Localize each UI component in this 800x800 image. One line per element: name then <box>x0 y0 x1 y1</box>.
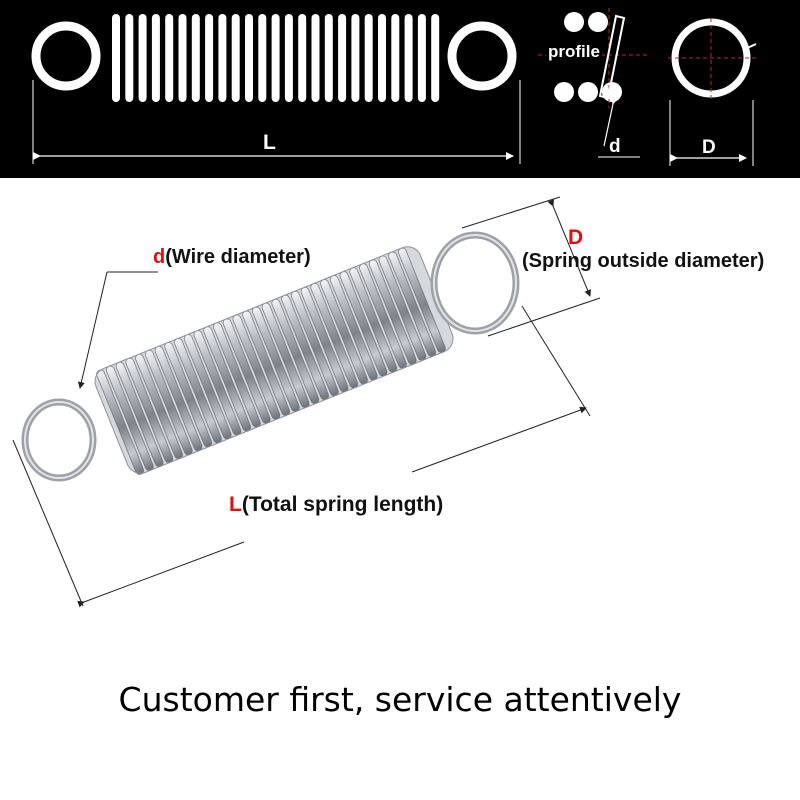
coil-turn <box>96 369 144 475</box>
length-extension-right <box>521 305 591 417</box>
spring-illustration: d(Wire diameter) D (Spring outside diame… <box>0 178 800 800</box>
spring-schematic <box>31 8 757 166</box>
coil-turn <box>351 14 360 102</box>
total-length-symbol: L <box>229 493 242 516</box>
coil-turn <box>112 14 120 102</box>
od-dimension-line <box>547 199 591 297</box>
coil-turn <box>364 14 373 102</box>
coil-turn <box>165 14 174 102</box>
outer-diameter-ring <box>668 18 757 166</box>
wire-diameter-symbol: d <box>153 246 166 268</box>
coil-turn <box>245 14 253 102</box>
coil-turn <box>311 14 320 102</box>
coil-turn <box>258 14 267 102</box>
outer-diameter-symbol: D <box>702 137 716 158</box>
length-extension-left <box>12 439 84 607</box>
wire-diameter-symbol: d <box>609 136 621 157</box>
length-symbol: L <box>263 131 276 154</box>
coil-turn <box>125 14 134 102</box>
right-end-loop <box>447 21 517 91</box>
od-extension-top <box>461 196 561 229</box>
coil-turn <box>338 14 347 102</box>
spring-body <box>94 246 454 475</box>
coil-turn <box>391 14 400 102</box>
right-hook-highlight <box>433 234 517 332</box>
wire-diameter-label: d(Wire diameter) <box>153 246 311 269</box>
coil-turn <box>271 14 280 102</box>
coil-turn <box>324 14 333 102</box>
coil-turn <box>178 14 187 102</box>
coil-turn <box>151 14 160 102</box>
coil-turn <box>138 14 147 102</box>
tagline: Customer first, service attentively <box>118 680 682 719</box>
coil-turn <box>231 14 240 102</box>
outside-diameter-symbol: D <box>568 226 584 249</box>
spring-drawing <box>12 196 601 608</box>
profile-label: profile <box>546 42 602 62</box>
length-dimension-left <box>77 541 245 608</box>
coil-turn <box>417 14 426 102</box>
coil-turn <box>431 14 440 102</box>
coil-turn <box>205 14 214 102</box>
coil-turn <box>191 14 200 102</box>
coil-turn <box>218 14 227 102</box>
coil-turn <box>378 14 386 102</box>
spring-coils <box>112 14 440 102</box>
length-dimension-right <box>411 406 587 473</box>
wire-leader-arrow <box>77 271 108 389</box>
left-hook-highlight <box>24 401 94 479</box>
coil-turn <box>284 14 293 102</box>
total-length-text: (Total spring length) <box>241 493 444 516</box>
od-extension-bottom <box>487 297 601 337</box>
coil-turn <box>298 14 307 102</box>
coil-turn <box>404 14 413 102</box>
wire-profile <box>538 8 650 158</box>
outside-diameter-text: (Spring outside diameter) <box>522 250 765 272</box>
wire-diameter-text: (Wire diameter) <box>165 246 311 268</box>
left-end-loop <box>31 21 101 91</box>
total-length-label: L(Total spring length) <box>229 493 443 517</box>
schematic-banner: L profile d D <box>0 0 800 178</box>
